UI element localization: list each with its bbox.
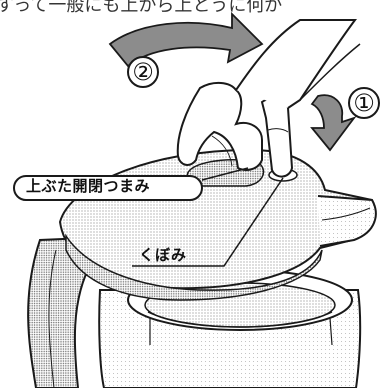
kettle-lid: [58, 148, 377, 301]
dent-leader: [132, 177, 284, 267]
step1-circle: [348, 87, 380, 119]
lid-knob-label: 上ぶた開閉つまみ: [26, 177, 151, 195]
cropped-text-fragment: すって一般にも上から上とうに何が: [0, 0, 282, 16]
dent-label: くぼみ: [139, 246, 188, 264]
svg-text:すって一般にも上から上とうに何が: すって一般にも上から上とうに何が: [0, 0, 282, 16]
arrow-step1-icon: [310, 94, 357, 152]
kettle-handle: [27, 236, 94, 388]
lid-knob-callout: [13, 167, 249, 201]
step2-circle: [127, 56, 159, 88]
step2-number: ②: [132, 58, 154, 86]
hand: [176, 19, 361, 178]
step1-number: ①: [353, 89, 375, 117]
arrow-step2-icon: [108, 11, 264, 68]
